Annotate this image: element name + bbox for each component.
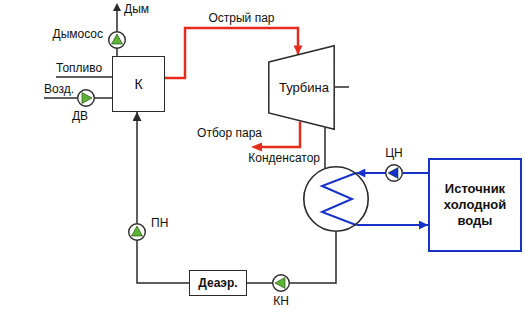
pump-outline <box>128 223 146 241</box>
fuel-line <box>56 76 112 78</box>
flow-connector <box>290 232 337 283</box>
pump-triangle <box>388 168 398 179</box>
pump-label: КН <box>273 294 289 308</box>
condenser-symbol: Конденсатор <box>303 166 369 232</box>
flow-connector <box>136 112 138 224</box>
pump-symbol: ЦН <box>385 164 403 182</box>
box-label: Деаэр. <box>198 276 237 290</box>
pump-label: Дымосос <box>53 27 103 41</box>
pump-outline <box>77 89 95 107</box>
pump-outline <box>272 274 290 292</box>
pump-symbol: КН <box>272 274 290 292</box>
pump-outline <box>385 164 403 182</box>
flow-connector <box>137 241 189 284</box>
water-source-box: Источник холодной воды <box>428 158 522 252</box>
condenser-label: Конденсатор <box>248 151 320 165</box>
pump-circle <box>78 90 95 107</box>
flow-connector <box>356 224 428 226</box>
smoke-arrowhead <box>113 3 121 11</box>
pump-triangle <box>275 278 285 289</box>
pump-outline <box>108 31 126 49</box>
edge-label: Острый пар <box>206 11 276 25</box>
pump-label: ПН <box>151 216 168 230</box>
smoke-line <box>116 10 118 31</box>
pump-symbol: Дымосос <box>108 31 126 49</box>
pump-triangle <box>82 93 92 104</box>
pump-triangle <box>112 34 123 44</box>
pump-circle <box>129 224 146 241</box>
pump-label: ЦН <box>385 146 403 160</box>
flow-connector <box>95 97 113 99</box>
pump-circle <box>386 165 403 182</box>
annotation-label: Топливо <box>56 61 102 75</box>
process-box: Деаэр. <box>189 270 247 296</box>
pump-label: ДВ <box>72 109 88 123</box>
box-label: К <box>134 77 142 91</box>
pump-symbol: ДВ <box>77 89 95 107</box>
extraction-arrowhead <box>251 143 262 152</box>
flow-connector <box>116 49 118 57</box>
turbine-shaft <box>335 86 349 88</box>
condenser-outline <box>303 166 369 232</box>
air-line <box>44 97 78 99</box>
pump-circle <box>109 32 126 49</box>
pump-symbol: ПН <box>128 223 146 241</box>
flow-connector <box>403 172 429 174</box>
flow-connector <box>247 282 273 284</box>
annotation-label: Дым <box>124 2 149 16</box>
condenser-coil <box>322 173 356 225</box>
flow-connector <box>324 128 326 168</box>
turbine-label: Турбина <box>279 81 329 95</box>
turbine-trapezoid <box>269 46 334 129</box>
turbine-symbol: Турбина <box>268 45 335 130</box>
process-box: К <box>112 56 165 112</box>
pump-circle <box>273 275 290 292</box>
flow-connector <box>356 172 385 174</box>
source-label: Источник холодной воды <box>435 181 515 229</box>
pump-triangle <box>132 226 143 236</box>
annotation-label: Отбор пара <box>197 126 262 140</box>
extraction-line <box>262 122 300 148</box>
condenser-circle <box>304 167 368 231</box>
annotation-label: Возд. <box>44 82 74 96</box>
